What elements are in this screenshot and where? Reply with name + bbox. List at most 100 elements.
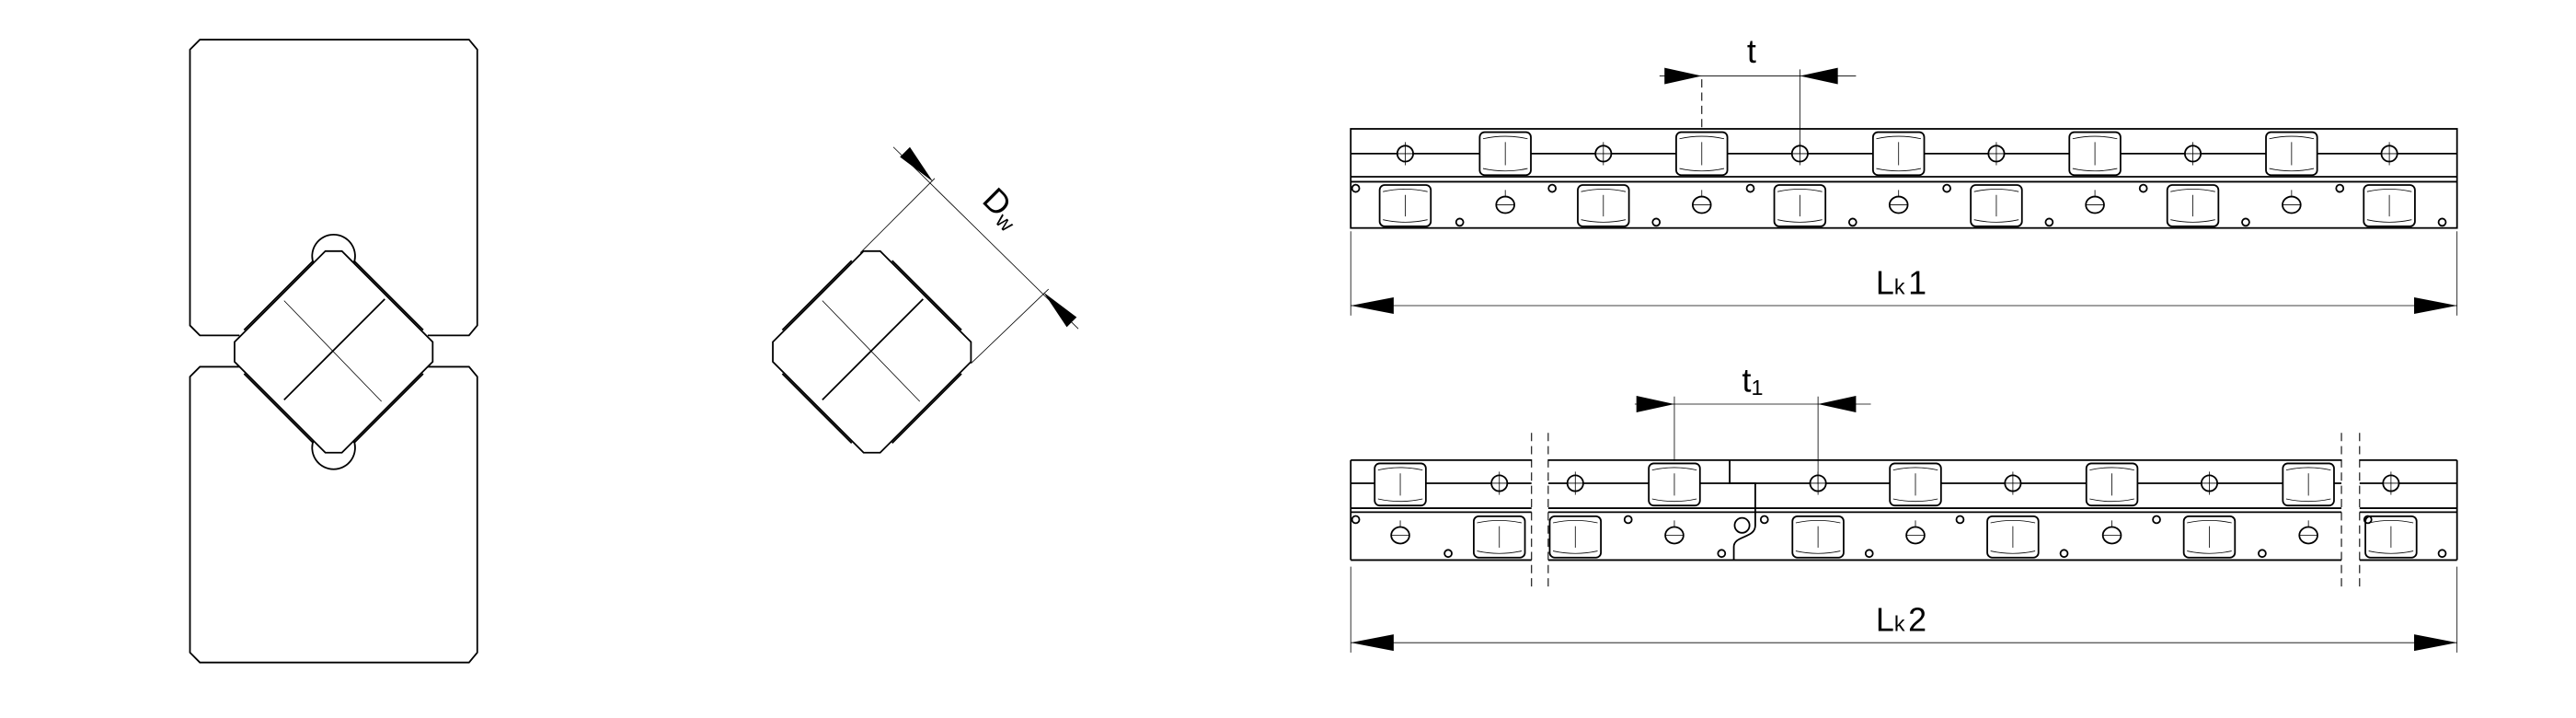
roller-crown [2187,519,2232,524]
roller-crown [1795,550,1841,554]
label-sub: k [1894,612,1905,636]
roller-diagonal [283,298,385,400]
roller-crown [1581,189,1627,192]
small-hole [2059,549,2069,559]
small-hole [1847,217,1857,227]
label-main: L [1876,264,1894,301]
label-main: L [1876,602,1894,639]
roller-crown [2089,498,2134,503]
arrowhead [1351,634,1394,652]
roller-crown [2170,189,2215,192]
roller-crown [1383,189,1428,192]
small-hole [1864,549,1874,559]
roller-crown [1477,550,1523,554]
label-sub: k [1894,274,1905,298]
small-hole [1717,549,1727,559]
rail-outline [1351,458,1532,562]
roller-crown [1973,189,2019,192]
roller-crown [1552,550,1598,554]
dimension-line [892,146,1079,330]
label-main: t [1742,362,1752,399]
small-hole [2437,549,2447,559]
roller-crown [1876,168,1922,172]
arrowhead [2414,297,2457,315]
roller-crown [1552,519,1598,524]
roller-crown [1383,219,1428,223]
arrowhead [2414,634,2457,652]
dimension-label-t: t [1747,33,1756,70]
roller-crown [2368,519,2414,524]
roller-detail: Dw [772,146,1079,454]
rail-outline [1547,458,2342,562]
cage-edge [352,260,424,331]
arrowhead [1818,396,1857,412]
roller-crown [1876,135,1922,140]
small-hole [1351,183,1361,193]
roller-crown [2285,467,2331,471]
cage-edge [781,260,853,331]
small-hole [1351,515,1361,525]
roller-crown [1377,498,1423,503]
arrowhead [1800,67,1838,85]
roller-axis-line [822,300,921,402]
cage-edge [781,373,853,445]
guide-assembly-section [189,39,478,664]
roller-diagonal [822,298,924,400]
crossed-roller [234,249,434,454]
small-hole [2437,217,2447,227]
roller-crown [1973,219,2019,223]
roller-crown [2368,550,2414,554]
small-hole [2335,183,2345,193]
small-hole [1443,549,1453,559]
lower-guide-block [189,365,478,664]
extension-line [971,288,1050,365]
roller-crown [2187,550,2232,554]
roller-crown [1777,189,1823,192]
roller-crown [1990,550,2036,554]
label-num: 1 [1908,264,1926,301]
roller-crown [1679,135,1725,140]
roller-crown [1651,467,1697,471]
small-hole [1942,183,1951,193]
arrowhead [1636,396,1674,412]
label-main: t [1747,33,1756,70]
roller-crown [1795,519,1841,524]
joint-hole [1733,516,1751,534]
small-hole [1623,515,1633,525]
small-hole [2044,217,2054,227]
arrowhead [1043,292,1077,328]
roller-crown [1892,498,1938,503]
roller-crown [2072,135,2118,140]
roller-crown [1581,219,1627,223]
roller-axis-line [283,300,382,402]
roller-crown [2269,168,2315,172]
arrowhead [1351,297,1394,315]
cage-edge [243,373,315,445]
roller-crown [1377,467,1423,471]
relief-groove-top [311,234,356,265]
cage-edge [891,260,962,331]
arrowhead [1664,67,1702,85]
roller-crown [1777,219,1823,223]
relief-groove-bottom [311,439,356,470]
label-num: 2 [1908,602,1926,639]
cage-edge [891,373,962,445]
rail-joint [1729,459,1756,561]
roller-crown [2170,219,2215,223]
small-hole [1759,515,1769,525]
label-sub: 1 [1752,376,1764,400]
small-hole [2363,515,2373,525]
roller-crown [2089,467,2134,471]
small-hole [2152,515,2161,525]
dimension-label-t1: t1 [1742,362,1764,400]
crossed-roller [772,249,972,454]
roller-crown [2285,498,2331,503]
roller-crown [2072,168,2118,172]
roller-crown [1892,467,1938,471]
small-hole [1955,515,1965,525]
small-hole [1455,217,1465,227]
roller-cage-rail-2 [1350,433,2458,588]
